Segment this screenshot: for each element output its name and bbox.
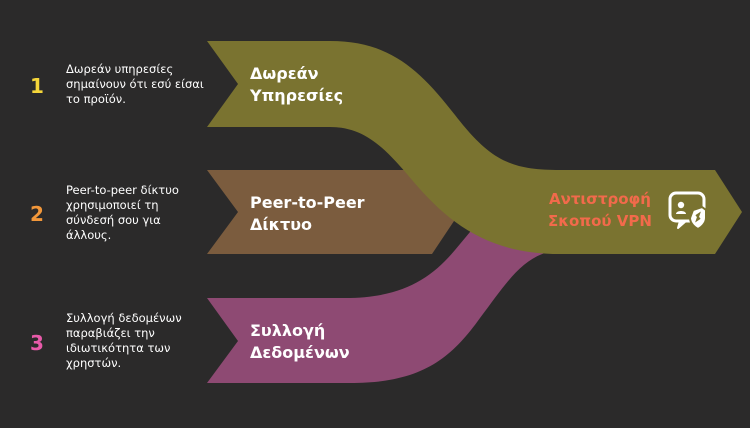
target-label: Αντιστροφή Σκοπού VPN (548, 190, 652, 230)
band-label-1: Δωρεάν Υπηρεσίες (250, 64, 344, 105)
vpn-shield-chat-icon (666, 190, 710, 234)
band-peer-to-peer (207, 170, 460, 254)
band-data-collection (207, 218, 548, 383)
step-description-2: Peer-to-peer δίκτυο χρησιμοποιεί τη σύνδ… (66, 183, 179, 242)
band-label-2: Peer-to-Peer Δίκτυο (250, 193, 365, 234)
step-description-1: Δωρεάν υπηρεσίες σημαίνουν ότι εσύ είσαι… (66, 62, 204, 106)
band-label-3: Συλλογή Δεδομένων (250, 321, 350, 362)
step-number-1: 1 (30, 74, 44, 98)
step-number-3: 3 (30, 331, 44, 355)
step-number-2: 2 (30, 202, 44, 226)
band-free-services (207, 41, 742, 254)
step-description-3: Συλλογή δεδομένων παραβιάζει την ιδιωτικ… (66, 311, 182, 370)
